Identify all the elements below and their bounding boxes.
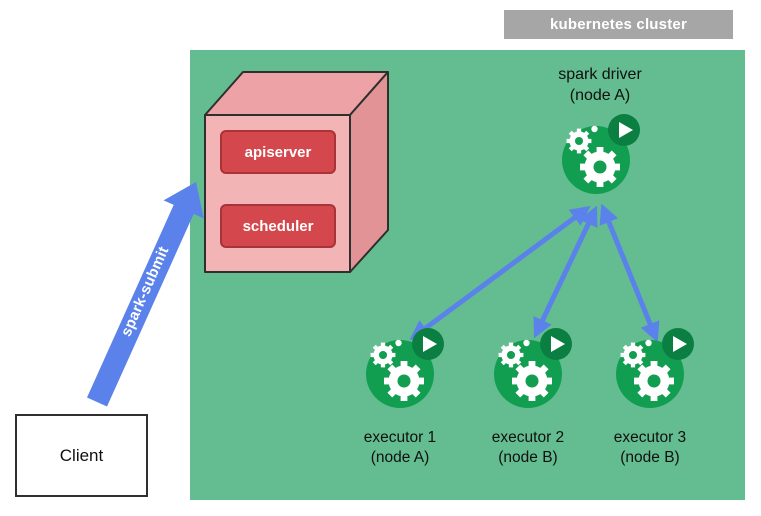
- driver-executor3-arrow: [599, 203, 660, 343]
- driver-executor2-arrow: [533, 205, 598, 339]
- executor-2-name: executor 2: [491, 429, 565, 446]
- kubernetes-cluster-label: kubernetes cluster: [504, 10, 733, 39]
- executor-3-node: (node B): [620, 449, 680, 467]
- executor-1-icon: [366, 328, 444, 408]
- spark-driver-name: spark driver: [558, 66, 642, 83]
- spark-driver-node: (node A): [569, 87, 631, 105]
- apiserver-box: apiserver: [220, 130, 336, 174]
- executor-1-label: executor 1 (node A): [325, 428, 475, 469]
- executor-2-label: executor 2 (node B): [453, 428, 603, 469]
- scheduler-box: scheduler: [220, 204, 336, 248]
- executor-1-name: executor 1: [363, 429, 437, 446]
- driver-executor1-arrow: [409, 205, 591, 341]
- executor-2-node: (node B): [498, 449, 558, 467]
- spark-driver-label: spark driver (node A): [505, 64, 695, 106]
- executor-3-label: executor 3 (node B): [575, 428, 725, 469]
- executor-2-icon: [494, 328, 572, 408]
- spark-submit-arrow: [87, 182, 204, 407]
- executor-1-node: (node A): [370, 449, 430, 467]
- spark-driver-icon: [562, 114, 640, 194]
- executor-3-name: executor 3: [613, 429, 687, 446]
- client-box: Client: [15, 414, 148, 497]
- executor-3-icon: [616, 328, 694, 408]
